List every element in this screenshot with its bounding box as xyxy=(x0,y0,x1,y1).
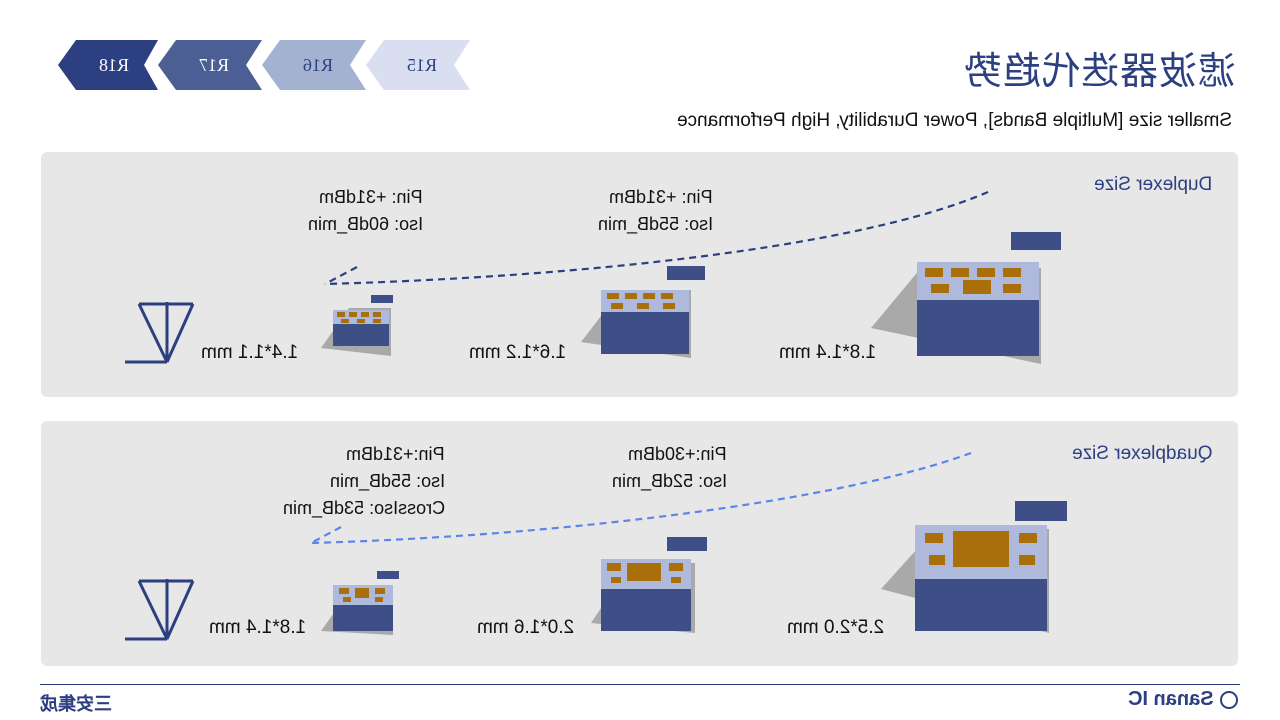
footer-brand-cn: 三安集成 xyxy=(40,694,112,715)
slide-subtitle: Smaller size [Multiple Bands], Power Dur… xyxy=(677,110,1232,132)
sanan-logo-icon xyxy=(1220,691,1238,709)
quadplexer-trend-arrow xyxy=(310,451,972,545)
duplexer-size-medium: 1.6*1.2 mm xyxy=(469,342,567,363)
duplexer-panel: Duplexer Size Pin: +31dBm Iso: 60dB_min … xyxy=(41,152,1238,397)
duplexer-size-small: 1.4*1.1 mm xyxy=(201,342,299,363)
antenna-icon xyxy=(125,302,195,364)
chip-quadplexer-small xyxy=(321,571,399,635)
chip-quadplexer-large xyxy=(881,501,1067,633)
slide-title: 滤波器迭代趋势 xyxy=(816,40,1236,95)
release-label: R16 xyxy=(302,55,333,75)
release-label: R15 xyxy=(406,55,437,75)
quadplexer-size-medium: 2.0*1.6 mm xyxy=(477,617,575,638)
duplexer-trend-arrow xyxy=(324,190,989,286)
chip-duplexer-medium xyxy=(581,266,705,358)
footer-divider xyxy=(40,684,1240,685)
release-chevron-r17: R17 xyxy=(158,40,270,90)
release-chevron-r16: R16 xyxy=(262,40,374,90)
release-label: R18 xyxy=(98,55,129,75)
release-chevron-r18: R18 xyxy=(58,40,170,90)
footer-brand-en: Sanan IC xyxy=(1128,688,1214,710)
duplexer-size-large: 1.8*1.4 mm xyxy=(779,342,877,363)
quadplexer-size-small: 1.8*1.4 mm xyxy=(209,617,307,638)
release-chevron-r15: R15 xyxy=(366,40,478,90)
chip-duplexer-large xyxy=(871,232,1061,364)
slide-title-text: 滤波器迭代趋势 xyxy=(962,49,1236,93)
release-label: R17 xyxy=(198,55,229,75)
slide-subtitle-text: Smaller size [Multiple Bands], Power Dur… xyxy=(676,110,1232,131)
antenna-icon xyxy=(125,579,195,641)
chip-duplexer-small xyxy=(321,295,393,356)
quadplexer-size-large: 2.5*2.0 mm xyxy=(787,617,885,638)
quadplexer-panel: Quadplexer Size Pin:+31dBm Iso: 55dB_min… xyxy=(41,421,1238,666)
chip-quadplexer-medium xyxy=(591,537,707,633)
